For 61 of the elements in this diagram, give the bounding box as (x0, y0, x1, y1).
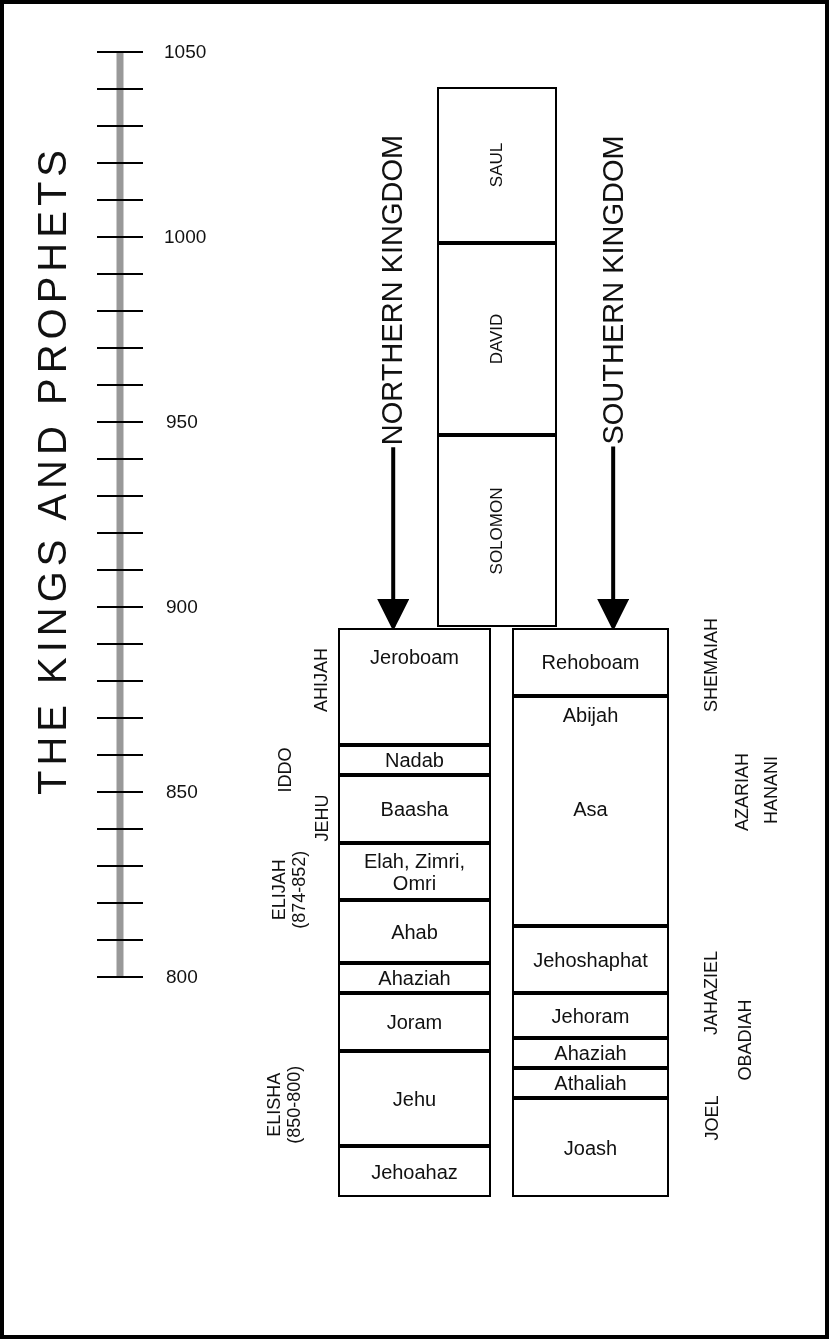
king-box (338, 745, 491, 775)
king-box (338, 628, 491, 745)
axis-label: 800 (166, 966, 198, 988)
title: THE KINGS AND PROPHETS (30, 144, 75, 796)
king-name: Ahaziah (554, 1042, 627, 1064)
king-box (512, 1068, 669, 1098)
king-box (338, 775, 491, 843)
king-box (512, 926, 669, 993)
king-name: Asa (573, 798, 608, 820)
king-name: Nadab (385, 749, 444, 771)
king-box (437, 243, 557, 435)
king-name: Jehoahaz (371, 1160, 458, 1183)
king-name: Jehoshaphat (533, 948, 648, 971)
king-box (338, 993, 491, 1051)
king-name: Joram (386, 1011, 443, 1033)
king-box (512, 628, 669, 696)
king-box (512, 1098, 669, 1197)
king-name: SOLOMON (487, 487, 507, 575)
prophet-name: JOEL (702, 1095, 722, 1141)
king-box (512, 1038, 669, 1068)
axis-label: 900 (166, 596, 198, 618)
king-name: Abijah (562, 704, 619, 726)
king-name: Jehu (392, 1087, 437, 1110)
axis-label: 1050 (164, 41, 207, 63)
king-name: Jehoram (551, 1004, 630, 1027)
prophet-name: ELISHA (850-800) (265, 1064, 305, 1146)
king-name: Elah, Zimri, Omri (362, 849, 467, 894)
axis-label: 850 (166, 781, 198, 803)
king-name: Jeroboam (370, 646, 459, 668)
king-box (437, 87, 557, 243)
prophet-name: AZARIAH (733, 752, 753, 831)
prophet-name: ELIJAH (874-852) (270, 849, 310, 931)
king-name: SAUL (487, 142, 507, 188)
king-box (338, 1146, 491, 1197)
king-box (338, 1051, 491, 1146)
prophet-name: AHIJAH (312, 647, 332, 712)
king-box (437, 435, 557, 627)
king-name: Baasha (380, 798, 449, 820)
kingdom-heading: SOUTHERN KINGDOM (597, 135, 630, 445)
arrow (597, 446, 630, 631)
king-name: Ahab (391, 920, 438, 943)
axis-label: 1000 (164, 226, 207, 248)
king-name: Joash (563, 1136, 618, 1159)
king-name: Athaliah (554, 1072, 627, 1094)
prophet-name: OBADIAH (735, 999, 755, 1081)
prophet-name: JAHAZIEL (702, 950, 722, 1035)
arrow (377, 447, 410, 631)
king-box (338, 900, 491, 963)
king-name: Ahaziah (378, 967, 451, 989)
prophet-name: JEHU (312, 794, 332, 842)
kingdom-heading: NORTHERN KINGDOM (377, 134, 410, 446)
prophet-name: HANANI (762, 755, 782, 824)
prophet-name: SHEMAIAH (702, 617, 722, 712)
king-box (338, 963, 491, 993)
king-box (512, 993, 669, 1038)
king-box (512, 696, 669, 926)
king-name: Rehoboam (541, 651, 640, 673)
king-name: DAVID (487, 313, 507, 365)
king-box (338, 843, 491, 900)
axis-label: 950 (166, 411, 198, 433)
prophet-name: IDDO (275, 747, 295, 793)
